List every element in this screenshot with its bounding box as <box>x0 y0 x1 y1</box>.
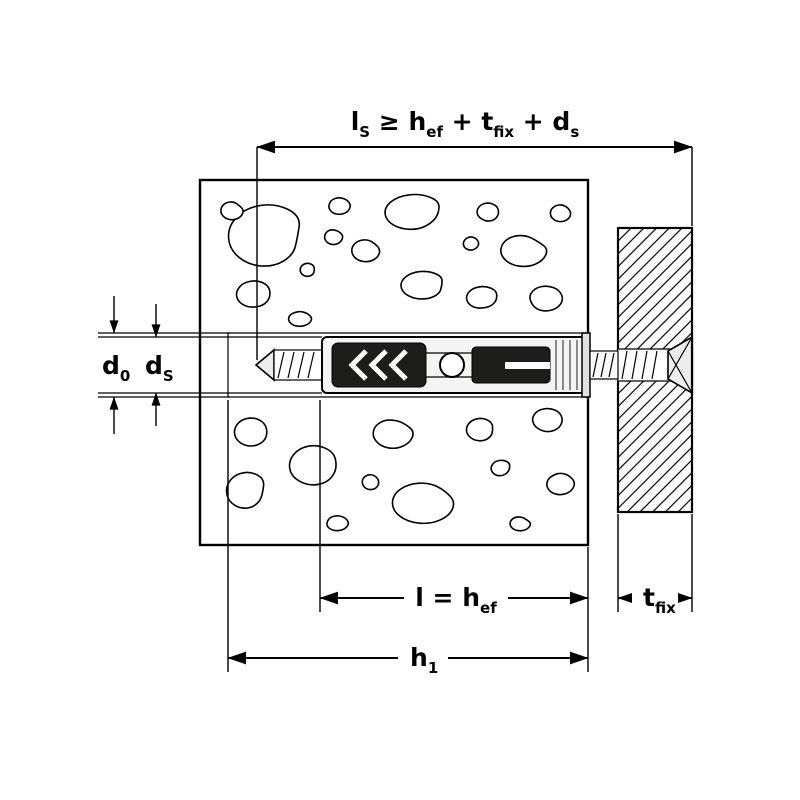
aggregate-blob <box>361 473 380 491</box>
tfix-label-mask <box>632 584 678 611</box>
thread-line <box>631 350 638 380</box>
plug-rear-slot <box>505 362 550 369</box>
aggregate-blob <box>323 228 344 246</box>
thread-line <box>307 351 315 379</box>
aggregate-blob <box>476 202 500 222</box>
aggregate-blob <box>350 239 381 263</box>
screw-diameter-label: dS <box>145 351 174 385</box>
aggregate-blob <box>546 472 576 496</box>
aggregate-blob <box>384 193 440 231</box>
thread-line <box>608 352 615 378</box>
plug-expansion-zone <box>331 342 427 388</box>
chevron-icon <box>368 349 388 381</box>
thread-line <box>651 350 658 380</box>
aggregate-blob <box>299 262 316 278</box>
aggregate-blob <box>235 280 271 308</box>
dimension-lines <box>109 140 693 665</box>
aggregate-blob <box>287 310 313 328</box>
chevron-icon <box>388 349 408 381</box>
aggregate-blob <box>220 201 244 221</box>
aggregate-blob <box>529 285 564 312</box>
embedment-depth-label: l = hef <box>415 583 497 617</box>
aggregate-blob <box>372 419 414 450</box>
aggregate-blob <box>391 482 455 525</box>
hole-depth-label: h1 <box>410 643 438 677</box>
concrete-aggregate-texture <box>220 193 576 532</box>
hole-diameter-label: d0 <box>102 351 130 385</box>
aggregate-blob <box>465 417 494 442</box>
thread-line <box>287 351 295 379</box>
aggregate-blob <box>490 459 511 477</box>
aggregate-blob <box>227 204 301 267</box>
plug-ball-joint <box>439 352 465 378</box>
aggregate-blob <box>400 270 443 300</box>
thread-line <box>277 351 285 379</box>
screw-head <box>667 335 694 395</box>
aggregate-blob <box>549 204 572 223</box>
fixture-thickness-label: tfix <box>643 583 676 617</box>
diameter-reference-lines <box>98 332 322 398</box>
aggregate-blob <box>500 234 548 268</box>
screw-thread-section <box>273 349 323 381</box>
thread-line <box>592 352 599 378</box>
aggregate-blob <box>509 516 532 532</box>
screw-shank <box>589 350 658 380</box>
aggregate-blob <box>462 236 480 251</box>
chevron-icon <box>348 349 368 381</box>
head-cross-line <box>667 336 693 380</box>
screw-length-formula-label: lS ≥ hef + tfix + ds <box>351 107 580 141</box>
dimension-labels: lS ≥ hef + tfix + ds d0 dS l = hef tfix … <box>102 107 676 677</box>
plug-collar-flange <box>581 332 591 398</box>
aggregate-blob <box>465 285 498 309</box>
aggregate-blob <box>326 514 350 532</box>
thread-line <box>621 350 628 380</box>
aggregate-blob <box>328 196 351 216</box>
screw-tip <box>254 348 323 382</box>
aggregate-blob <box>288 444 337 486</box>
thread-line <box>600 352 607 378</box>
thread-line <box>297 351 305 379</box>
thread-line <box>641 350 648 380</box>
head-cross-line <box>667 350 693 394</box>
aggregate-blob <box>233 417 268 447</box>
aggregate-blob <box>531 407 563 433</box>
aggregate-blob <box>225 471 265 509</box>
anchor-assembly <box>254 332 694 398</box>
